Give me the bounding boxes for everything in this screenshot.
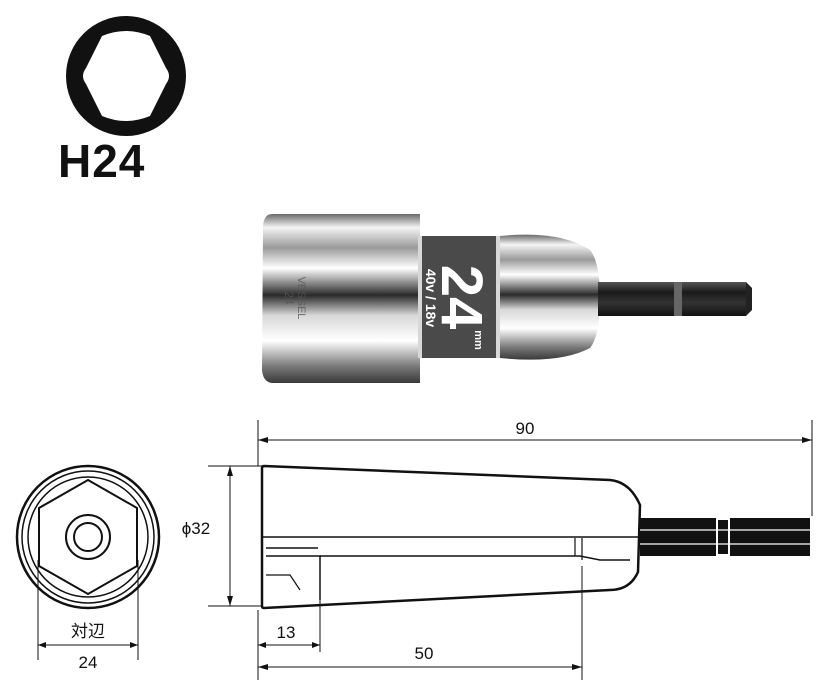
across-flats-label: 対辺 xyxy=(71,622,105,641)
size-code-title: H24 xyxy=(58,135,146,187)
across-flats-value: 24 xyxy=(79,653,98,672)
diameter-dim: ϕ32 xyxy=(182,519,210,538)
photo-neck xyxy=(500,234,600,360)
photo-hex-shank xyxy=(598,282,746,316)
photo-socket-body xyxy=(262,214,420,383)
photo-band-voltage: 40v / 18v xyxy=(423,269,439,328)
socket-depth-dim: 13 xyxy=(277,623,296,642)
overall-length-dim: 90 xyxy=(516,419,535,438)
photo-band xyxy=(418,236,500,358)
end-view xyxy=(15,464,161,610)
side-hex-shank xyxy=(640,518,810,556)
body-length-dim: 50 xyxy=(415,644,434,663)
photo-engraved-size: 24 xyxy=(282,291,296,305)
hexagon-socket-icon xyxy=(66,16,186,136)
photo-engraved-brand: VESSEL xyxy=(295,277,307,320)
photo-band-unit: mm xyxy=(472,330,484,350)
side-view xyxy=(260,464,642,610)
photo-band-size: 24 xyxy=(429,265,494,330)
